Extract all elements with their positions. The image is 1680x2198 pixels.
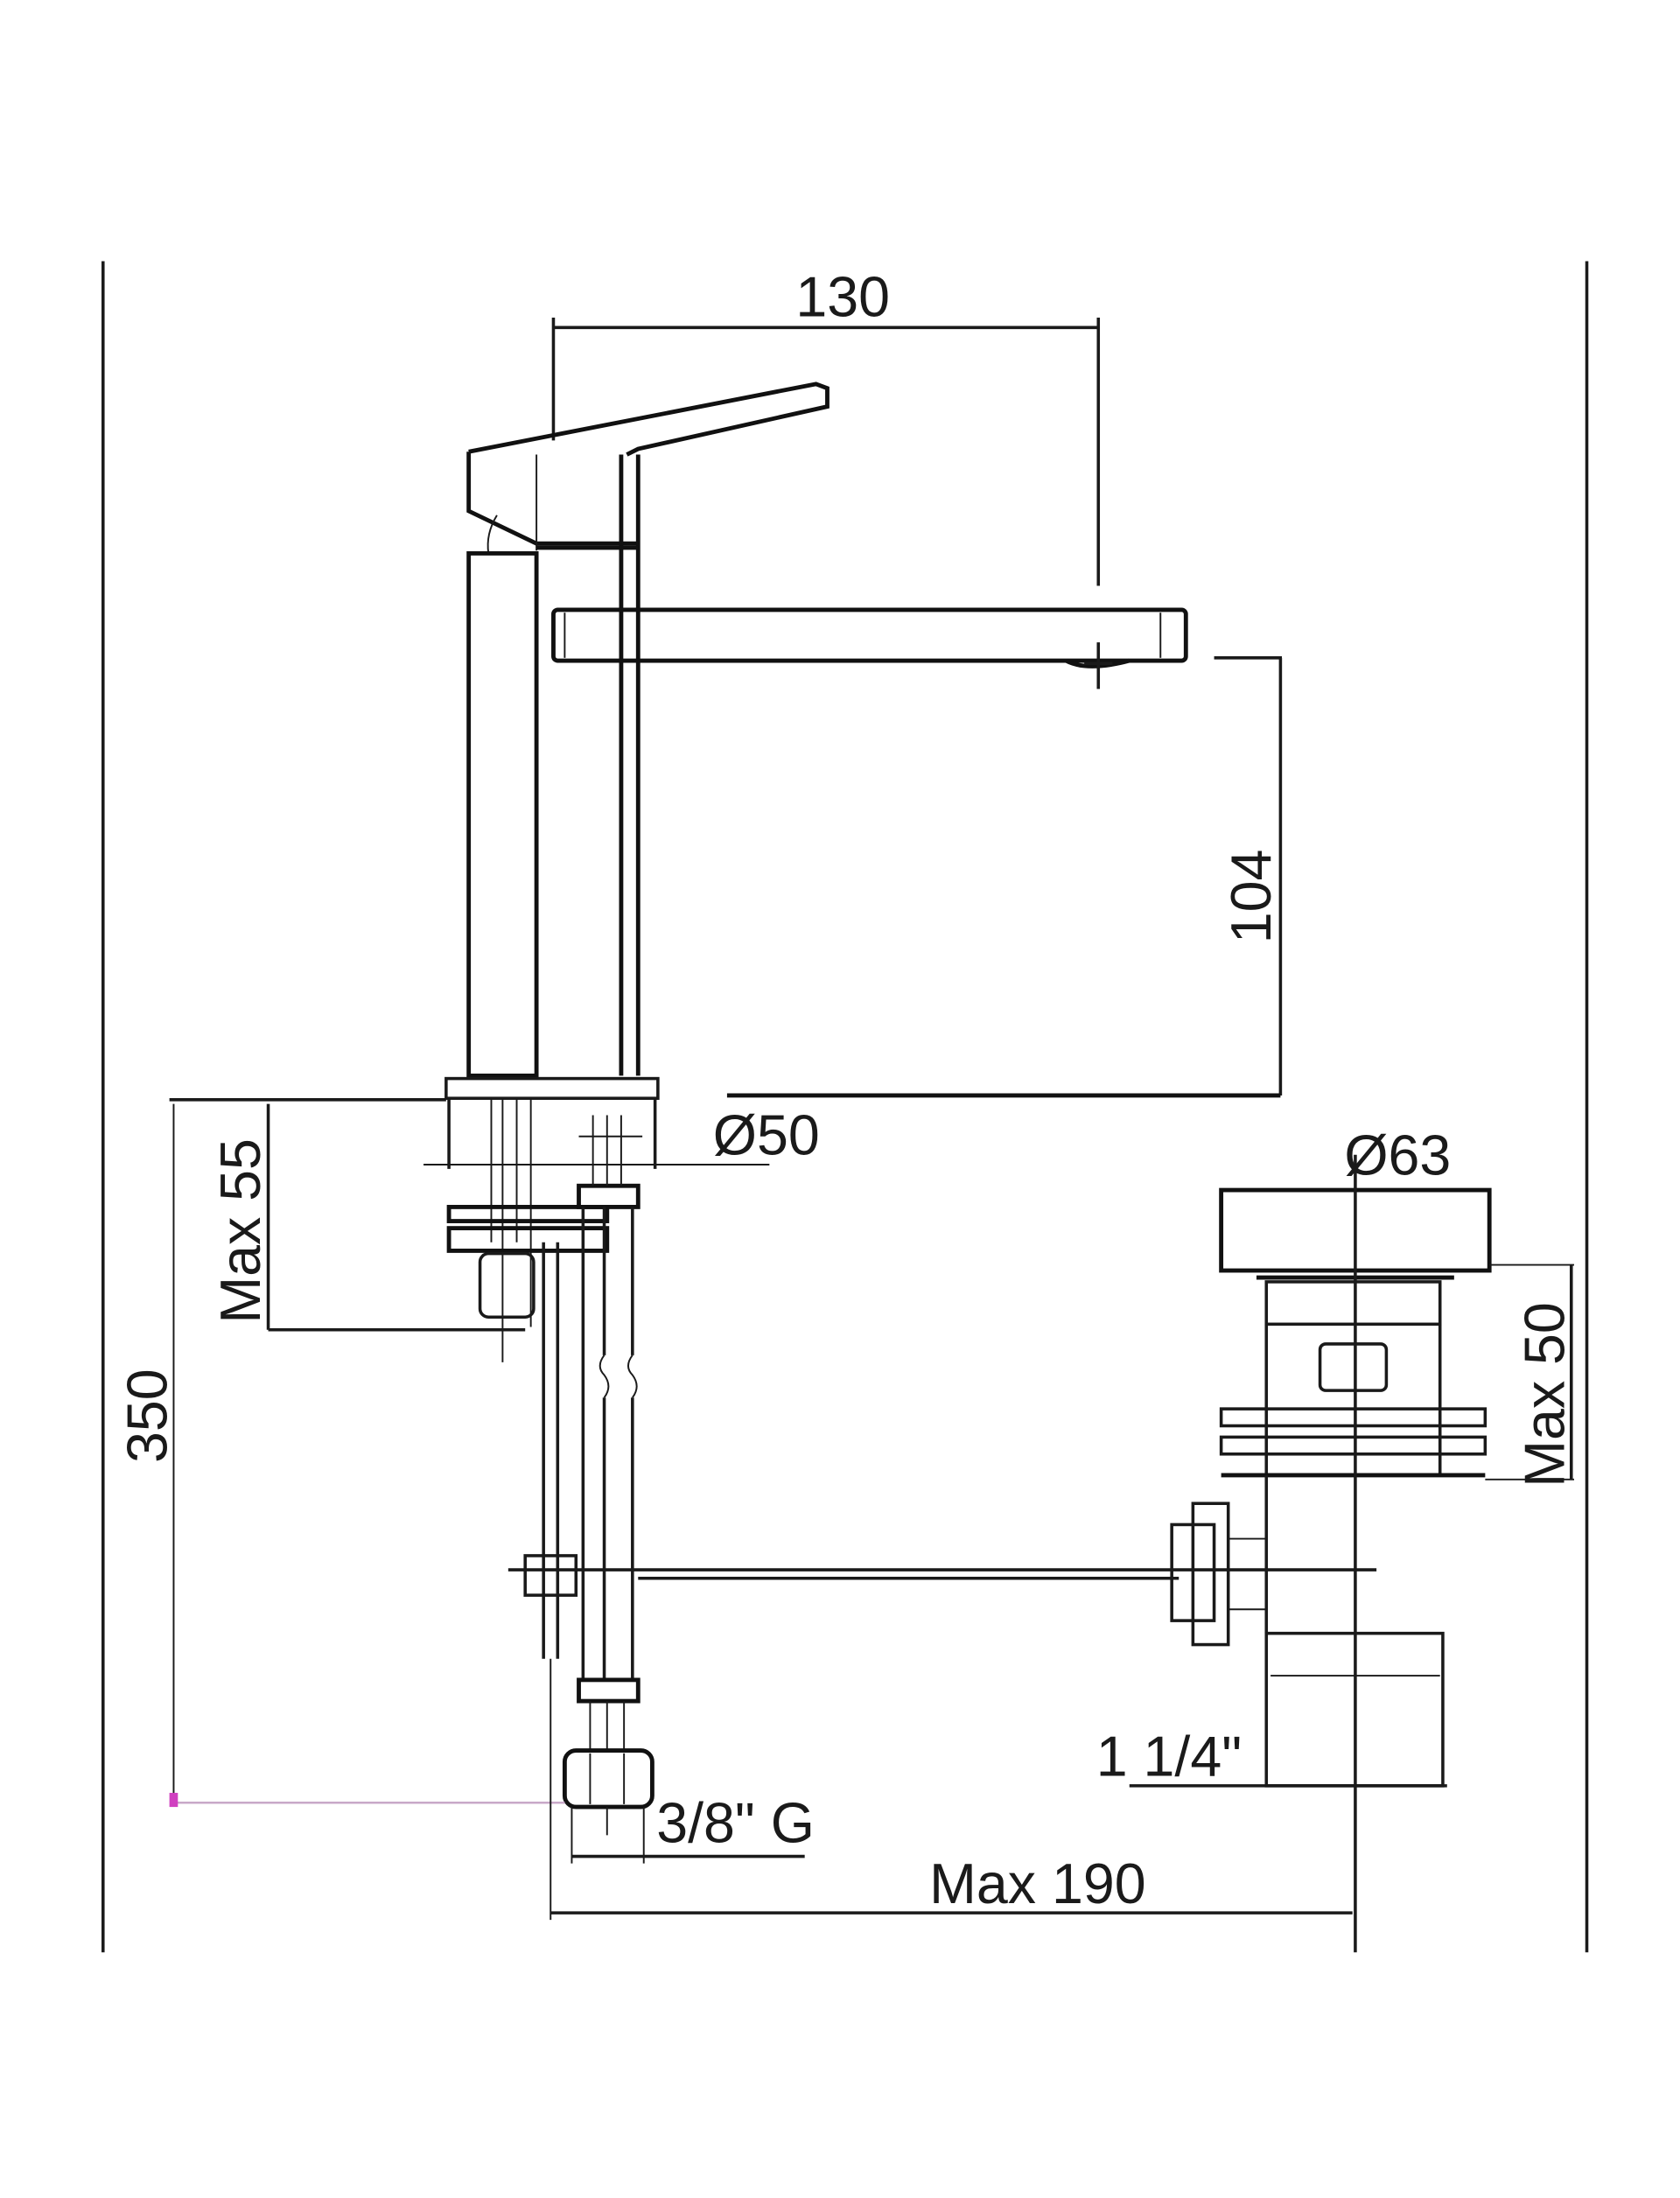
svg-text:Ø50: Ø50 [713,1104,820,1167]
svg-text:Max 50: Max 50 [1514,1302,1577,1488]
dimension-total-height: 350 [116,1103,565,1808]
dimension-waste-outlet: 1 1/4" [1096,1726,1447,1788]
dimension-max-deck-thickness: Max 55 [169,1098,526,1332]
pop-up-waste: Ø63 [1219,1124,1492,1953]
dimension-waste-max-thickness: Max 50 [1485,1264,1577,1488]
supply-hoses [542,1207,654,1836]
svg-text:Max 190: Max 190 [929,1852,1145,1915]
svg-text:350: 350 [116,1368,178,1463]
svg-text:Max 55: Max 55 [209,1138,272,1324]
lever-handle [466,382,830,554]
svg-text:3/8" G: 3/8" G [656,1791,815,1854]
svg-text:104: 104 [1220,850,1283,944]
pop-up-rod [508,1502,1377,1647]
dimension-supply-connection: 3/8" G [570,1791,815,1864]
faucet-body [466,454,640,1078]
svg-text:Ø63: Ø63 [1344,1124,1451,1186]
svg-text:1 1/4": 1 1/4" [1096,1726,1242,1788]
spout [551,607,1188,690]
dimension-spout-reach: 130 [551,265,1101,586]
dimension-max-projection: Max 190 [550,1658,1353,1921]
svg-text:130: 130 [795,265,890,328]
dimension-spout-height: 104 [726,656,1283,1098]
base-and-fixing: Ø50 [424,1076,820,1362]
